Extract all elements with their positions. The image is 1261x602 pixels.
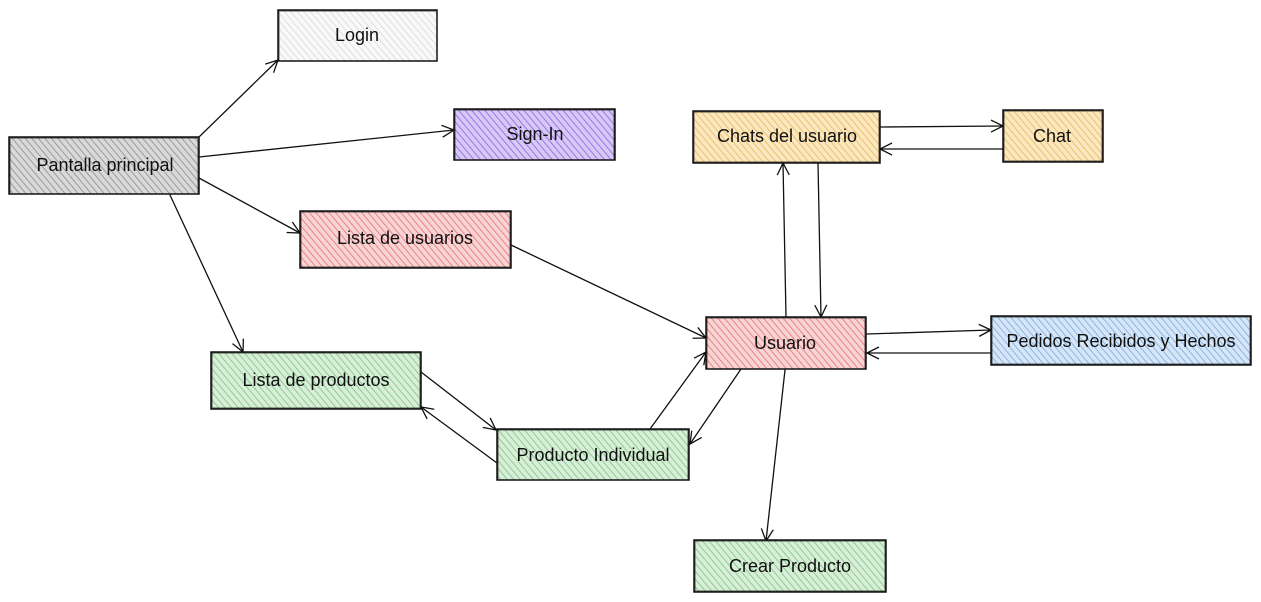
edge-producto-lista-productos xyxy=(421,407,498,464)
node-signin[interactable]: Sign-In xyxy=(453,108,616,161)
node-crear-producto-label: Crear Producto xyxy=(729,556,851,576)
node-pantalla-principal[interactable]: Pantalla principal xyxy=(8,136,200,195)
node-pantalla-principal-label: Pantalla principal xyxy=(36,155,173,175)
node-usuario-label: Usuario xyxy=(754,333,816,353)
edge-usuario-crear xyxy=(766,369,786,541)
node-usuario[interactable]: Usuario xyxy=(705,316,867,370)
node-crear-producto[interactable]: Crear Producto xyxy=(693,539,887,593)
node-chats-usuario[interactable]: Chats del usuario xyxy=(692,110,881,164)
edge-producto-usuario xyxy=(649,352,706,430)
node-lista-productos-label: Lista de productos xyxy=(242,370,389,390)
node-chat-label: Chat xyxy=(1033,126,1071,146)
edge-usuario-chats xyxy=(783,163,786,318)
node-chats-usuario-label: Chats del usuario xyxy=(717,126,857,146)
edges xyxy=(169,60,1003,541)
edge-pantalla-lista-usuarios xyxy=(198,177,300,233)
edge-pantalla-signin xyxy=(198,130,454,158)
edge-lista-usuarios-usuario xyxy=(510,244,706,338)
node-lista-productos[interactable]: Lista de productos xyxy=(210,351,422,410)
node-signin-label: Sign-In xyxy=(506,124,563,144)
edge-lista-productos-producto xyxy=(420,371,496,430)
node-producto-individual-label: Producto Individual xyxy=(516,445,669,465)
node-chat[interactable]: Chat xyxy=(1002,109,1104,163)
node-lista-usuarios-label: Lista de usuarios xyxy=(337,228,473,248)
edge-chats-usuario xyxy=(818,162,821,317)
node-producto-individual[interactable]: Producto Individual xyxy=(496,428,690,481)
edge-pantalla-lista-productos xyxy=(169,194,243,352)
node-pedidos-label: Pedidos Recibidos y Hechos xyxy=(1006,331,1235,351)
edge-usuario-producto xyxy=(690,368,742,444)
node-login[interactable]: Login xyxy=(277,9,438,62)
node-lista-usuarios[interactable]: Lista de usuarios xyxy=(299,210,512,269)
edge-pantalla-login xyxy=(198,60,278,138)
node-login-label: Login xyxy=(335,25,379,45)
node-pedidos[interactable]: Pedidos Recibidos y Hechos xyxy=(990,315,1252,366)
edge-usuario-pedidos xyxy=(866,330,991,334)
edge-chats-chat xyxy=(879,126,1003,127)
